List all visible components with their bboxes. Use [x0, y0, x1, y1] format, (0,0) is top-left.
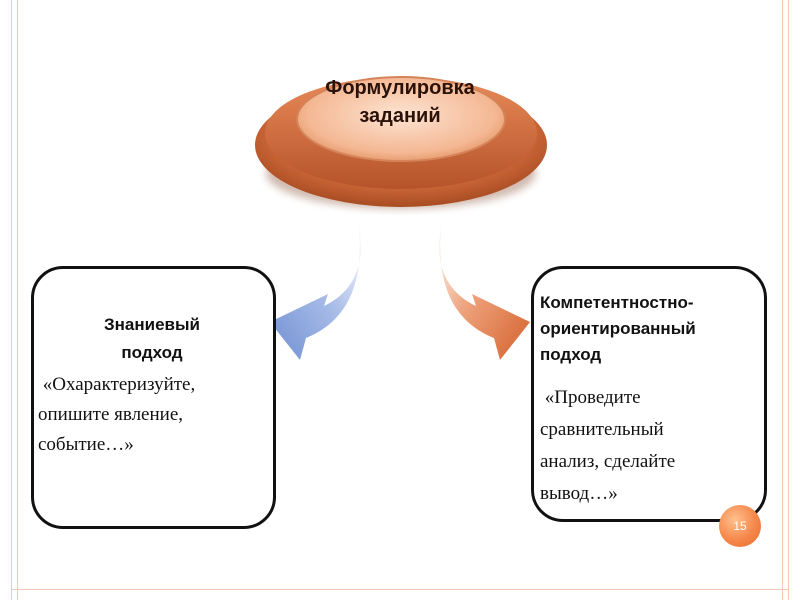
- frame-line: [11, 589, 789, 590]
- heading-line: подход: [72, 339, 232, 367]
- title-disc: [252, 45, 550, 215]
- title-line: Формулировка: [300, 74, 500, 102]
- knowledge-approach-heading: Знаниевый подход: [72, 311, 232, 367]
- heading-line: Знаниевый: [72, 311, 232, 339]
- curved-arrow-down-left-icon: [262, 218, 372, 363]
- body-line: «Проведите: [540, 382, 675, 414]
- body-line: «Охарактеризуйте,: [38, 370, 195, 400]
- body-line: сравнительный: [540, 414, 675, 446]
- frame-line: [17, 0, 18, 600]
- body-line: вывод…»: [540, 478, 675, 510]
- knowledge-approach-example: «Охарактеризуйте, опишите явление, событ…: [38, 370, 195, 460]
- competence-approach-heading: Компетентностно- ориентированный подход: [540, 290, 696, 368]
- frame-line: [782, 0, 783, 600]
- page-number-badge: 15: [719, 505, 761, 547]
- curved-arrow-down-right-icon: [428, 218, 538, 363]
- title-line: заданий: [300, 102, 500, 130]
- body-line: опишите явление,: [38, 400, 195, 430]
- heading-line: Компетентностно-: [540, 290, 696, 316]
- competence-approach-example: «Проведите сравнительный анализ, сделайт…: [540, 382, 675, 510]
- heading-line: подход: [540, 342, 696, 368]
- body-line: анализ, сделайте: [540, 446, 675, 478]
- title: Формулировка заданий: [300, 74, 500, 130]
- frame-line: [788, 0, 789, 600]
- heading-line: ориентированный: [540, 316, 696, 342]
- body-line: событие…»: [38, 430, 195, 460]
- frame-line: [11, 0, 12, 600]
